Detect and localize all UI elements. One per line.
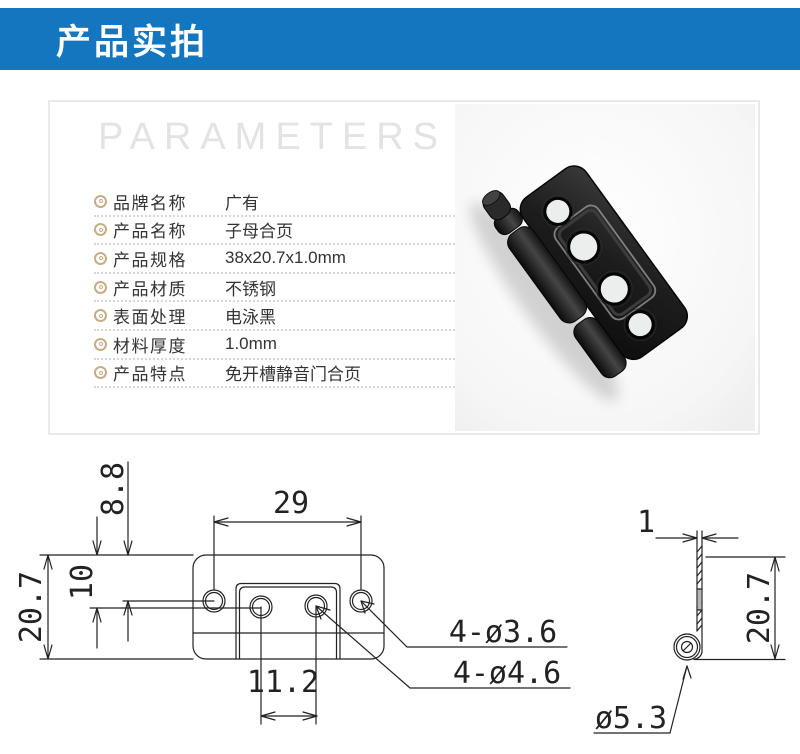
spec-label: 材料厚度 xyxy=(113,336,187,356)
spec-label: 产品特点 xyxy=(113,365,187,385)
spec-label: 产品规格 xyxy=(113,250,187,270)
dim-outer-hole-spacing: 29 xyxy=(273,486,309,521)
side-view-outline xyxy=(673,530,786,661)
label-large-holes: 4-ø4.6 xyxy=(453,656,561,691)
label-barrel-diameter: ø5.3 xyxy=(595,701,667,736)
dim-inner-hole-spacing: 11.2 xyxy=(247,665,319,700)
ring-bullet-icon xyxy=(94,223,107,237)
parameters-watermark: PARAMETERS xyxy=(98,116,448,158)
spec-value: 38x20.7x1.0mm xyxy=(225,248,346,268)
spec-label: 产品名称 xyxy=(113,222,187,242)
side-view-dimensions xyxy=(593,533,780,734)
dim-thickness: 1 xyxy=(637,505,655,540)
table-row: 表面处理 电泳黑 xyxy=(94,302,466,331)
spec-value: 电泳黑 xyxy=(225,308,276,328)
table-row: 产品规格 38x20.7x1.0mm xyxy=(94,245,466,274)
spec-value: 广有 xyxy=(225,193,259,213)
ring-bullet-icon xyxy=(94,337,107,351)
spec-label: 表面处理 xyxy=(113,308,187,328)
spec-value: 免开槽静音门合页 xyxy=(225,365,361,385)
ring-bullet-icon xyxy=(94,309,107,323)
front-view-dimensions xyxy=(39,461,571,725)
dim-edge-to-inner-hole: 10 xyxy=(65,564,100,600)
label-small-holes: 4-ø3.6 xyxy=(449,615,557,650)
ring-bullet-icon xyxy=(94,280,107,294)
parameters-panel: PARAMETERS 品牌名称 广有 产品名称 子母合页 产品规格 38x20.… xyxy=(48,100,760,435)
spec-table: 品牌名称 广有 产品名称 子母合页 产品规格 38x20.7x1.0mm 产品材… xyxy=(94,188,466,389)
technical-drawing: 29 20.7 8.8 10 11.2 4-ø3.6 4-ø4.6 1 20.7… xyxy=(14,461,786,736)
table-row: 材料厚度 1.0mm xyxy=(94,331,466,360)
dim-height-left: 20.7 xyxy=(14,571,49,643)
table-row: 产品名称 子母合页 xyxy=(94,217,466,246)
spec-value: 不锈钢 xyxy=(225,279,276,299)
ring-bullet-icon xyxy=(94,251,107,265)
table-row: 产品特点 免开槽静音门合页 xyxy=(94,360,466,389)
spec-value: 1.0mm xyxy=(225,334,277,354)
spec-value: 子母合页 xyxy=(225,222,293,242)
dim-height-right: 20.7 xyxy=(742,572,777,644)
hinge-photo xyxy=(455,104,755,431)
dim-edge-to-outer-hole: 8.8 xyxy=(96,462,131,516)
header-bar: 产品实拍 xyxy=(0,8,800,70)
ring-bullet-icon xyxy=(94,194,107,208)
page-title: 产品实拍 xyxy=(56,22,209,62)
spec-label: 产品材质 xyxy=(113,279,187,299)
hinge-body xyxy=(470,165,689,402)
table-row: 品牌名称 广有 xyxy=(94,188,466,217)
ring-bullet-icon xyxy=(94,366,107,380)
table-row: 产品材质 不锈钢 xyxy=(94,274,466,303)
spec-label: 品牌名称 xyxy=(113,193,187,213)
front-view-outline xyxy=(192,554,385,660)
